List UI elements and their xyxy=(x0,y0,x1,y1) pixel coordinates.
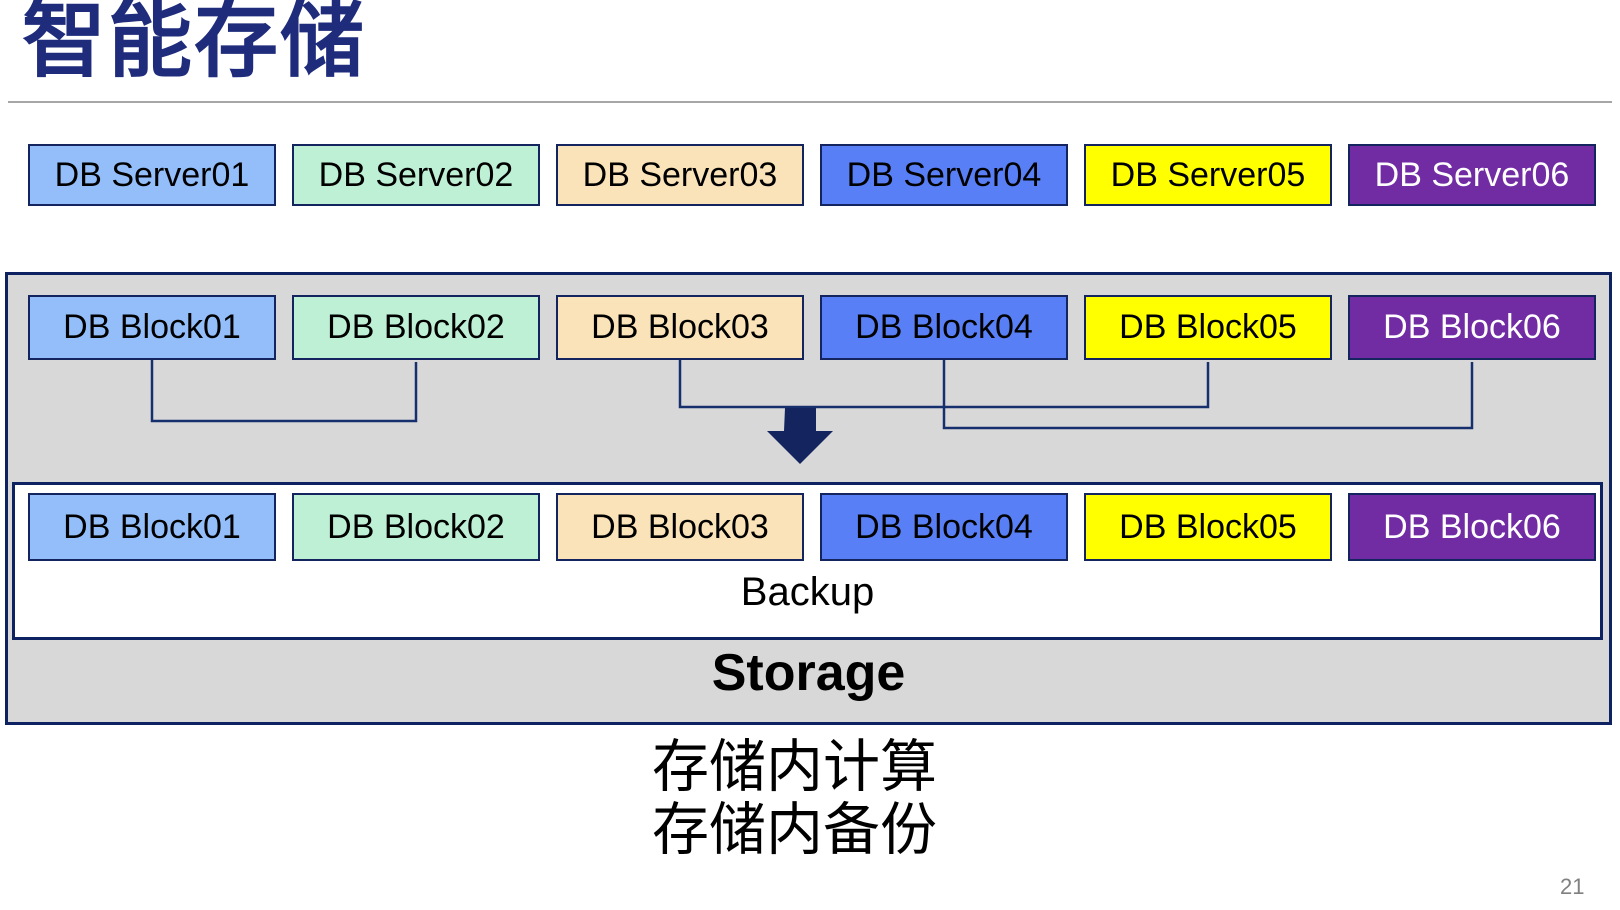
caption-line-2: 存储内备份 xyxy=(652,797,937,862)
db-server-row: DB Server01 DB Server02 DB Server03 DB S… xyxy=(28,144,1596,206)
db-block01-source-box: DB Block01 xyxy=(28,295,276,360)
db-block04-source-box: DB Block04 xyxy=(820,295,1068,360)
backup-box xyxy=(12,482,1603,640)
storage-label: Storage xyxy=(711,644,906,702)
page-title: 智能存储 xyxy=(22,0,367,87)
title-divider xyxy=(8,101,1612,103)
db-block-backup-row: DB Block01 DB Block02 DB Block03 DB Bloc… xyxy=(28,493,1596,561)
caption-block: 存储内计算 存储内备份 xyxy=(652,736,937,861)
db-block03-backup-box: DB Block03 xyxy=(556,493,804,561)
db-server03-box: DB Server03 xyxy=(556,144,804,206)
db-block02-source-box: DB Block02 xyxy=(292,295,540,360)
backup-label: Backup xyxy=(740,570,875,614)
db-block05-backup-box: DB Block05 xyxy=(1084,493,1332,561)
db-server04-box: DB Server04 xyxy=(820,144,1068,206)
db-server06-box: DB Server06 xyxy=(1348,144,1596,206)
caption-line-1: 存储内计算 xyxy=(652,735,937,799)
db-block03-source-box: DB Block03 xyxy=(556,295,804,360)
db-block02-backup-box: DB Block02 xyxy=(292,493,540,561)
db-server01-box: DB Server01 xyxy=(28,144,276,206)
db-block06-backup-box: DB Block06 xyxy=(1348,493,1596,561)
db-block-source-row: DB Block01 DB Block02 DB Block03 DB Bloc… xyxy=(28,295,1596,360)
page-number: 21 xyxy=(1560,874,1585,899)
db-block01-backup-box: DB Block01 xyxy=(28,493,276,561)
db-server02-box: DB Server02 xyxy=(292,144,540,206)
db-block05-source-box: DB Block05 xyxy=(1084,295,1332,360)
db-server05-box: DB Server05 xyxy=(1084,144,1332,206)
db-block04-backup-box: DB Block04 xyxy=(820,493,1068,561)
db-block06-source-box: DB Block06 xyxy=(1348,295,1596,360)
